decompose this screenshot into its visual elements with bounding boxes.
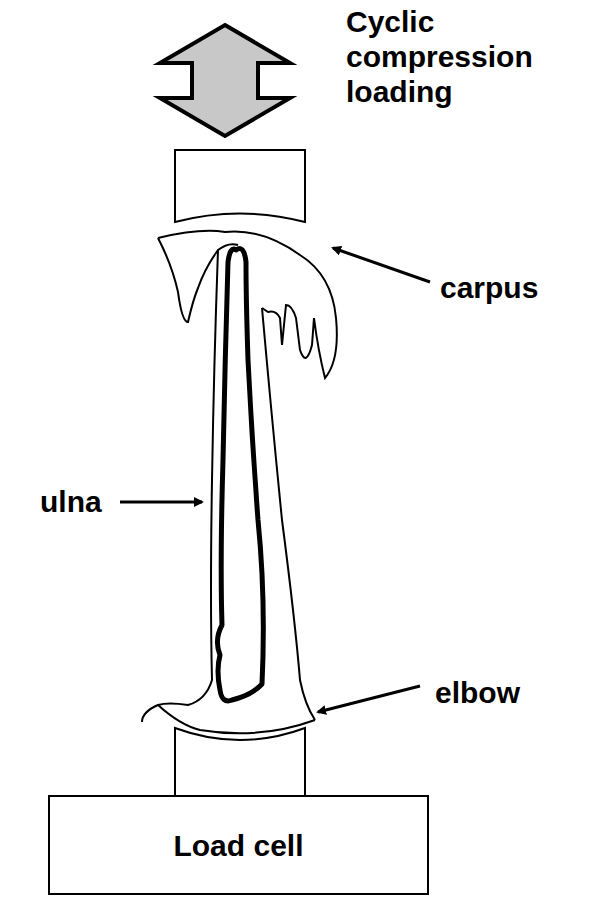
upper-platen xyxy=(175,150,305,222)
load-cell-box: Load cell xyxy=(48,795,429,895)
leader-arrow xyxy=(318,686,420,712)
leader-arrow xyxy=(333,248,430,282)
part-label: carpus xyxy=(440,270,608,305)
part-label: elbow xyxy=(435,675,605,710)
limb-outline xyxy=(262,308,315,720)
leader-arrow xyxy=(120,501,202,504)
ulna-bone xyxy=(217,249,263,701)
box-label: Load cell xyxy=(173,828,303,863)
part-label: ulna xyxy=(40,484,120,519)
loading-label: Cyclic compression loading xyxy=(346,4,608,109)
lower-platen xyxy=(175,728,305,795)
loading-arrow xyxy=(160,25,290,136)
